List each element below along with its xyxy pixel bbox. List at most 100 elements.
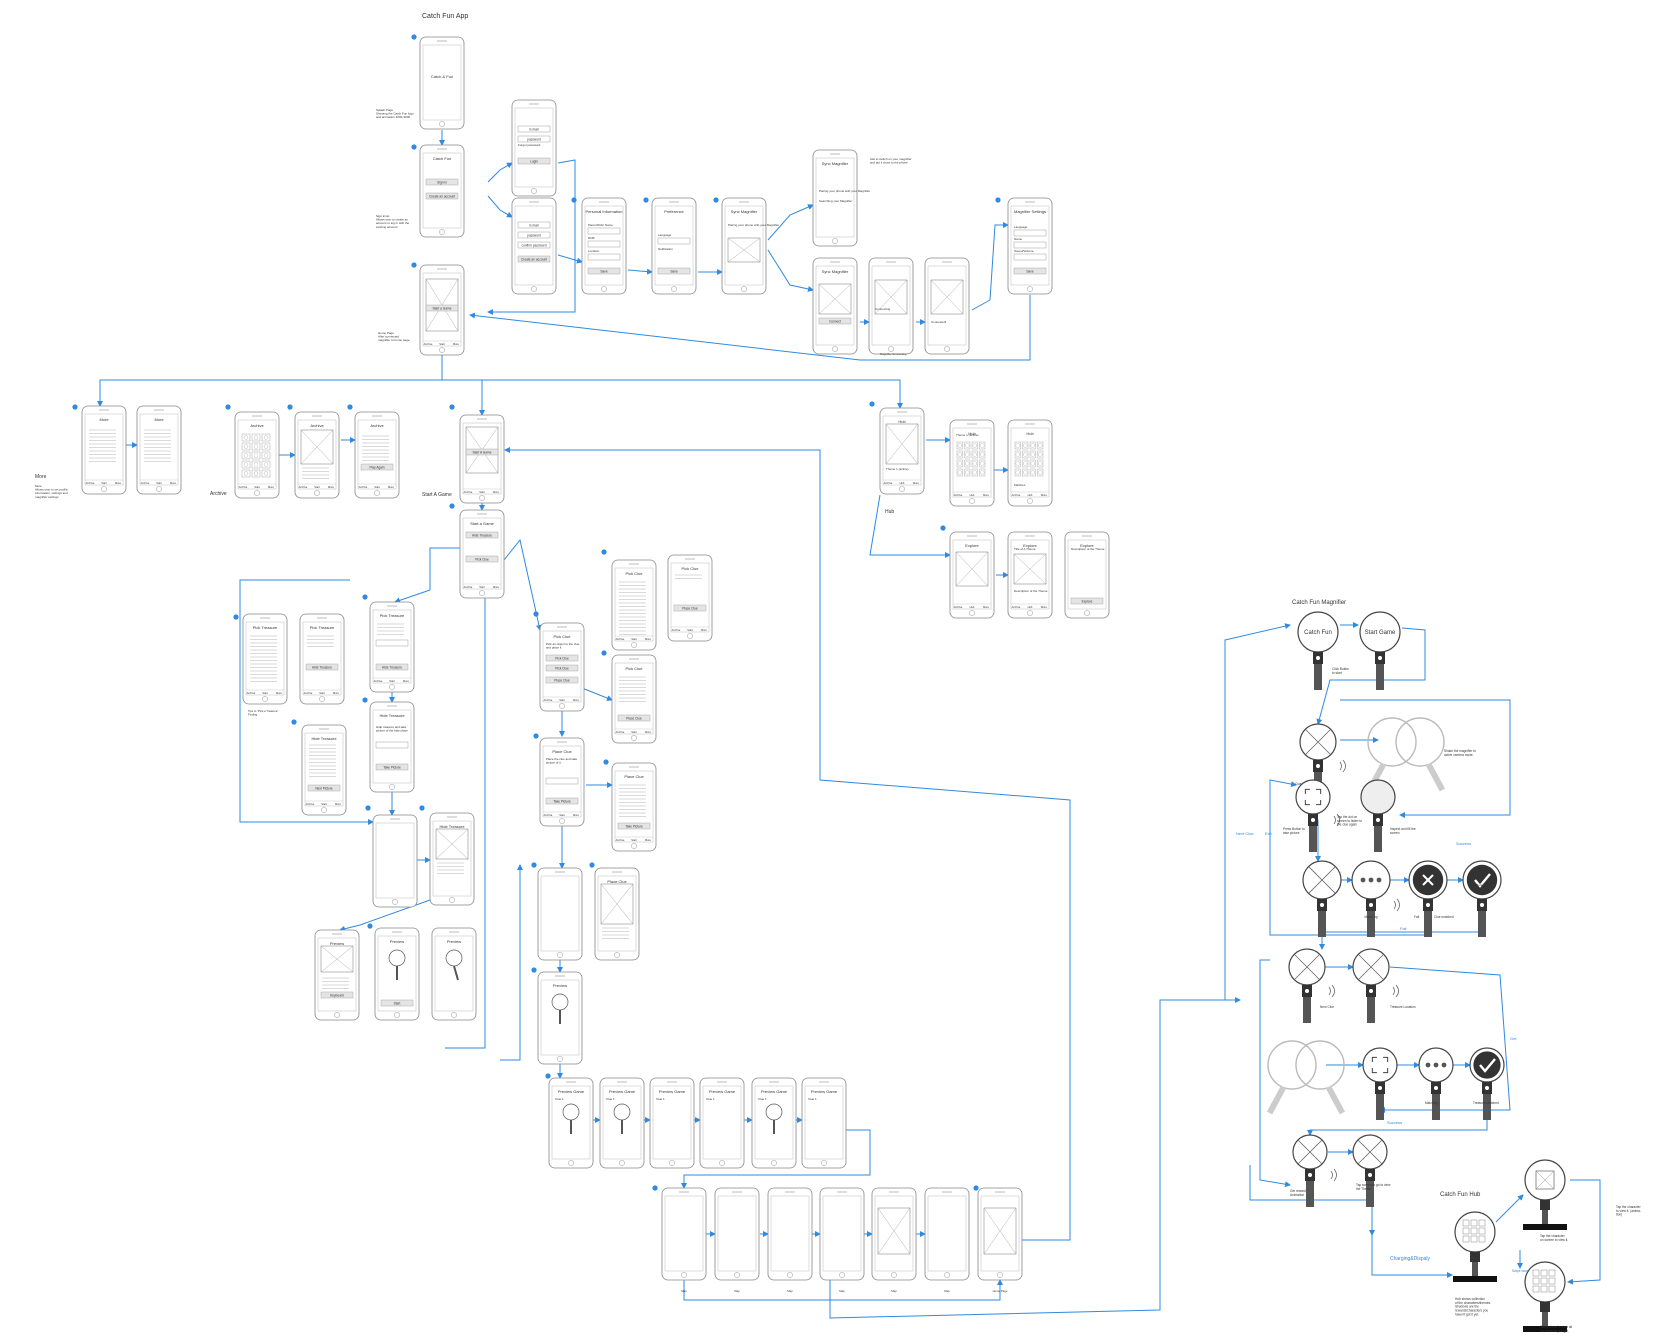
tab-item[interactable]: Start — [101, 481, 107, 485]
tab-item[interactable]: More — [276, 691, 282, 695]
tab-item[interactable]: Archive — [884, 481, 893, 485]
button-label[interactable]: Login — [530, 160, 538, 164]
button-label[interactable]: Keyboard — [330, 994, 344, 998]
tab-item[interactable]: Archive — [672, 628, 681, 632]
wireframe-button[interactable] — [1013, 267, 1047, 275]
button-label[interactable]: Take Picture — [383, 766, 401, 770]
tab-item[interactable]: More — [328, 485, 334, 489]
tab-item[interactable]: Archive — [954, 493, 963, 497]
input-field[interactable]: E-mail — [529, 128, 538, 132]
tab-item[interactable]: More — [983, 605, 989, 609]
button-label[interactable]: Place Clue — [554, 679, 570, 683]
input-field[interactable]: password — [527, 234, 541, 238]
wireframe-button[interactable] — [657, 267, 691, 275]
button-label[interactable]: Next Picture — [315, 787, 333, 791]
tab-item[interactable]: More — [701, 628, 707, 632]
button-label[interactable]: Connect — [829, 320, 841, 324]
button-label[interactable]: Hide Treasure — [382, 666, 402, 670]
wireframe-button[interactable] — [380, 999, 414, 1007]
wireframe-button[interactable] — [517, 255, 551, 263]
tab-item[interactable]: More — [170, 481, 176, 485]
tab-item[interactable]: Start — [374, 485, 380, 489]
wireframe-button[interactable] — [360, 463, 394, 471]
button-label[interactable]: Create an account — [429, 195, 455, 199]
tab-item[interactable]: More — [573, 813, 579, 817]
tab-item[interactable]: Hub — [1028, 493, 1033, 497]
tab-item[interactable]: Archive — [359, 485, 368, 489]
wireframe-button[interactable] — [1070, 597, 1104, 605]
tab-item[interactable]: More — [388, 485, 394, 489]
tab-item[interactable]: Start — [439, 342, 445, 346]
tab-item[interactable]: Hub — [1028, 605, 1033, 609]
tab-item[interactable]: Archive — [954, 605, 963, 609]
tab-item[interactable]: Archive — [141, 481, 150, 485]
tab-item[interactable]: More — [493, 490, 499, 494]
tab-item[interactable]: Start — [156, 481, 162, 485]
tab-item[interactable]: Start — [559, 813, 565, 817]
tab-item[interactable]: Archive — [616, 838, 625, 842]
tab-item[interactable]: Archive — [424, 342, 433, 346]
button-label[interactable]: Play Again — [369, 466, 384, 470]
tab-item[interactable]: Archive — [1012, 605, 1021, 609]
wireframe-button[interactable] — [375, 763, 409, 771]
wireframe-button[interactable] — [545, 797, 579, 805]
tab-item[interactable]: Start — [389, 679, 395, 683]
tab-item[interactable]: Archive — [239, 485, 248, 489]
wireframe-button[interactable] — [545, 654, 579, 662]
tab-item[interactable]: More — [573, 698, 579, 702]
tab-item[interactable]: More — [1041, 605, 1047, 609]
button-label[interactable]: Save — [1026, 270, 1033, 274]
tab-item[interactable]: Hub — [970, 605, 975, 609]
tab-item[interactable]: Archive — [86, 481, 95, 485]
button-label[interactable]: Take Picture — [625, 825, 643, 829]
tab-item[interactable]: More — [913, 481, 919, 485]
button-label[interactable]: Hide Treasure — [312, 666, 332, 670]
tab-item[interactable]: More — [335, 802, 341, 806]
tab-item[interactable]: More — [983, 493, 989, 497]
wireframe-button[interactable] — [617, 822, 651, 830]
tab-item[interactable]: More — [645, 838, 651, 842]
tab-item[interactable]: More — [115, 481, 121, 485]
tab-item[interactable]: Start — [559, 698, 565, 702]
wireframe-button[interactable] — [818, 317, 852, 325]
wireframe-button[interactable] — [465, 531, 499, 539]
button-label[interactable]: Place Clue — [682, 607, 698, 611]
wireframe-button[interactable] — [305, 663, 339, 671]
tab-item[interactable]: Start — [479, 585, 485, 589]
wireframe-button[interactable] — [545, 676, 579, 684]
tab-item[interactable]: More — [1041, 493, 1047, 497]
wireframe-button[interactable] — [425, 304, 459, 312]
button-label[interactable]: Save — [600, 270, 607, 274]
tab-item[interactable]: More — [403, 679, 409, 683]
tab-item[interactable]: Archive — [544, 813, 553, 817]
tab-item[interactable]: Start — [314, 485, 320, 489]
wireframe-button[interactable] — [425, 192, 459, 200]
button-label[interactable]: Pick Clue — [555, 657, 569, 661]
tab-item[interactable]: Archive — [616, 730, 625, 734]
button-label[interactable]: Place Clue — [626, 717, 642, 721]
tab-item[interactable]: Archive — [1012, 493, 1021, 497]
wireframe-button[interactable] — [673, 604, 707, 612]
tab-item[interactable]: Archive — [616, 637, 625, 641]
tab-item[interactable]: Start — [631, 637, 637, 641]
button-label[interactable]: Explore — [1082, 600, 1093, 604]
wireframe-button[interactable] — [545, 664, 579, 672]
button-label[interactable]: Start a Game — [433, 307, 452, 311]
tab-item[interactable]: Archive — [464, 585, 473, 589]
tab-item[interactable]: Start — [479, 490, 485, 494]
wireframe-button[interactable] — [465, 448, 499, 456]
button-label[interactable]: Hide Treasure — [472, 534, 492, 538]
wireframe-button[interactable] — [465, 555, 499, 563]
input-field[interactable]: E-mail — [529, 224, 538, 228]
tab-item[interactable]: More — [645, 637, 651, 641]
button-label[interactable]: Start — [394, 1002, 401, 1006]
tab-item[interactable]: More — [268, 485, 274, 489]
wireframe-button[interactable] — [587, 267, 621, 275]
button-label[interactable]: Create an account — [521, 258, 547, 262]
tab-item[interactable]: More — [333, 691, 339, 695]
tab-item[interactable]: More — [453, 342, 459, 346]
button-label[interactable]: Start A Game — [473, 451, 492, 455]
button-label[interactable]: Sign in — [437, 181, 447, 185]
tab-item[interactable]: Archive — [464, 490, 473, 494]
tab-item[interactable]: Start — [631, 838, 637, 842]
